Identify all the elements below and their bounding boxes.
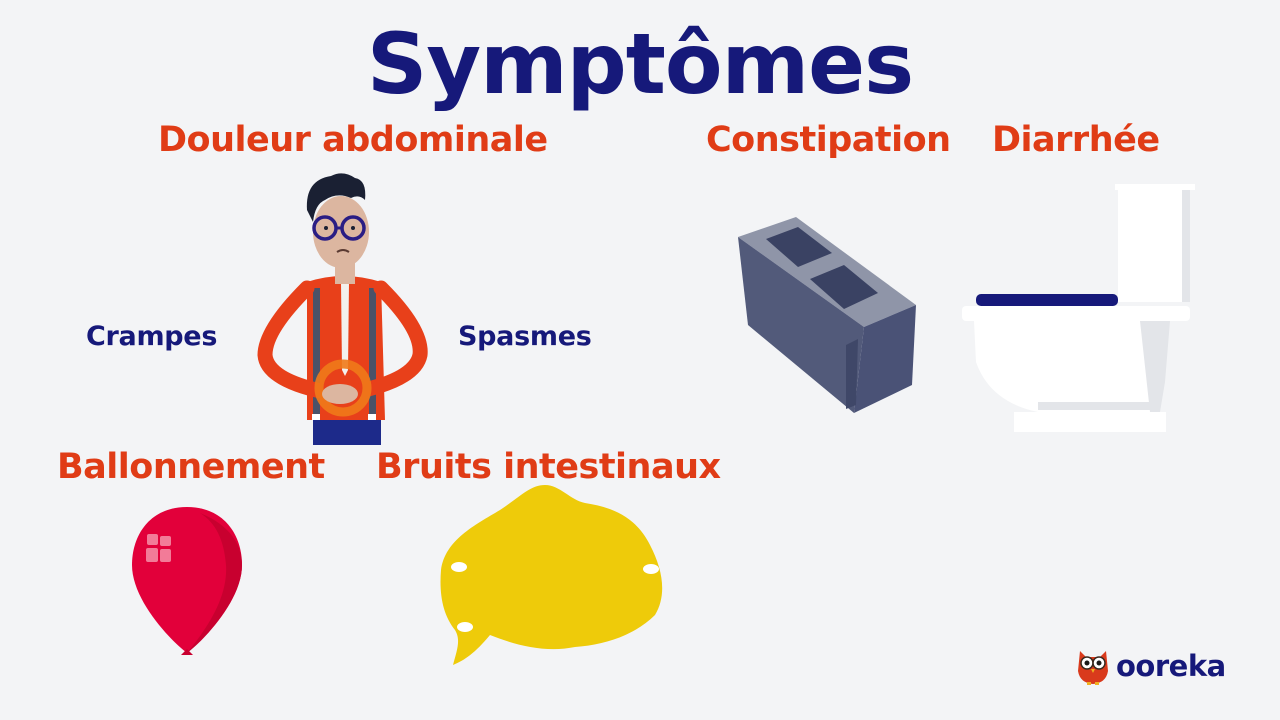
heading-diarrhea: Diarrhée <box>992 120 1160 160</box>
toilet-illustration <box>960 182 1195 437</box>
yellow-speech-bubble-illustration <box>435 485 670 670</box>
page-title: Symptômes <box>366 15 914 113</box>
heading-abdominal-pain: Douleur abdominale <box>158 120 548 160</box>
cinder-block-illustration <box>736 215 918 415</box>
man-holding-stomach-illustration <box>255 170 430 445</box>
sublabel-cramps: Crampes <box>86 321 218 352</box>
heading-bloating: Ballonnement <box>57 447 325 487</box>
ooreka-logo[interactable]: ooreka <box>1076 647 1226 685</box>
sublabel-spasms: Spasmes <box>458 321 592 352</box>
heading-bowel-sounds: Bruits intestinaux <box>376 447 721 487</box>
heading-constipation: Constipation <box>706 120 951 160</box>
red-balloon-illustration <box>130 505 245 660</box>
owl-icon <box>1076 647 1110 685</box>
logo-text: ooreka <box>1116 649 1226 683</box>
